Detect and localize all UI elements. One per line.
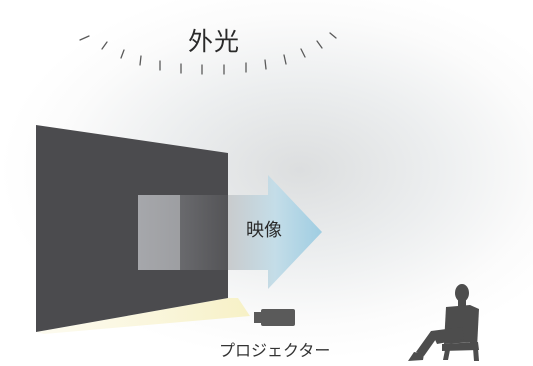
image-label: 映像 [246, 220, 282, 241]
ray [79, 35, 90, 41]
ray [316, 40, 323, 49]
seated-viewer-icon [408, 284, 479, 361]
ray [329, 32, 337, 39]
projector-icon [254, 309, 295, 326]
ray [101, 41, 108, 50]
ray [283, 54, 287, 65]
projection-screen [36, 125, 228, 332]
projector-beam [36, 298, 250, 334]
image-arrow-left-shade [138, 195, 180, 270]
image-arrow [228, 175, 322, 289]
ray [120, 49, 125, 59]
projector-label: プロジェクター [219, 341, 331, 360]
ambient-light-label: 外光 [188, 27, 241, 56]
ray [139, 55, 142, 66]
ambient-light-rays [79, 32, 337, 75]
ray [264, 59, 267, 70]
ray [300, 48, 306, 58]
